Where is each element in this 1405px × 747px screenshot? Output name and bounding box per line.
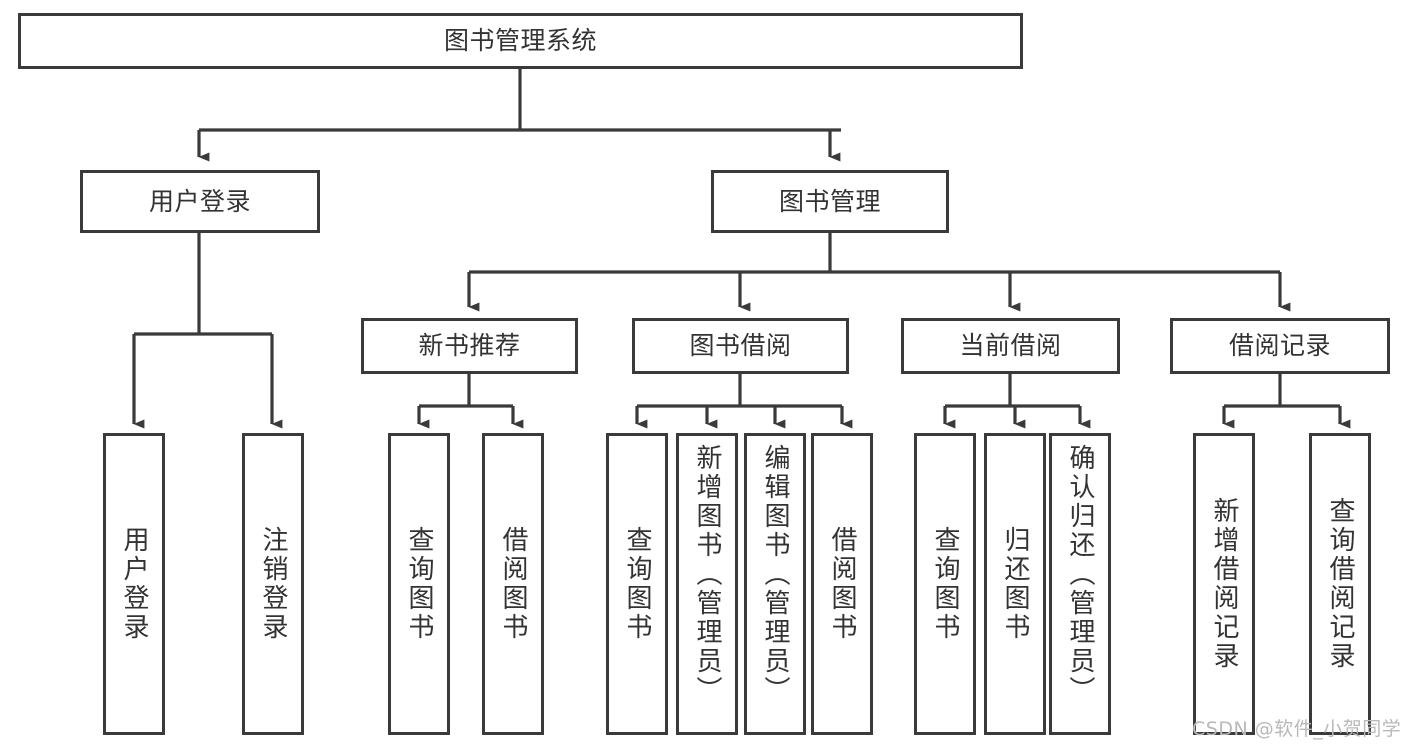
node-leaf-query-book-1-label: 查询图书 (404, 526, 434, 642)
node-leaf-query-book-3[interactable]: 查询图书 (914, 433, 976, 735)
node-leaf-query-book-3-label: 查询图书 (930, 526, 960, 642)
node-leaf-borrow-book-2-label: 借阅图书 (827, 526, 857, 642)
node-leaf-borrow-book-1-label: 借阅图书 (498, 526, 528, 642)
node-leaf-query-book-1[interactable]: 查询图书 (388, 433, 450, 735)
node-leaf-logout-login[interactable]: 注销登录 (242, 433, 304, 735)
node-leaf-edit-book-label: 编辑图书（管理员） (760, 444, 790, 705)
node-new-book-recommend[interactable]: 新书推荐 (361, 318, 578, 374)
node-leaf-query-book-2-label: 查询图书 (622, 526, 652, 642)
node-book-management[interactable]: 图书管理 (711, 170, 949, 233)
node-leaf-add-book[interactable]: 新增图书（管理员） (676, 433, 738, 735)
node-root-label: 图书管理系统 (443, 26, 597, 55)
csdn-watermark: CSDN @软件_小贺同学 (1192, 718, 1402, 740)
node-borrow-record[interactable]: 借阅记录 (1170, 318, 1390, 374)
node-leaf-add-record-label: 新增借阅记录 (1209, 497, 1239, 671)
node-leaf-logout-login-label: 注销登录 (258, 526, 288, 642)
node-leaf-user-login[interactable]: 用户登录 (103, 433, 165, 735)
node-leaf-query-book-2[interactable]: 查询图书 (606, 433, 668, 735)
node-leaf-borrow-book-2[interactable]: 借阅图书 (811, 433, 873, 735)
node-root[interactable]: 图书管理系统 (18, 13, 1023, 69)
node-leaf-query-record-label: 查询借阅记录 (1325, 497, 1355, 671)
node-leaf-return-book[interactable]: 归还图书 (984, 433, 1046, 735)
node-leaf-query-record[interactable]: 查询借阅记录 (1309, 433, 1371, 735)
node-user-login[interactable]: 用户登录 (80, 170, 320, 233)
node-leaf-user-login-label: 用户登录 (119, 526, 149, 642)
node-leaf-add-record[interactable]: 新增借阅记录 (1193, 433, 1255, 735)
node-leaf-confirm-return[interactable]: 确认归还（管理员） (1049, 433, 1111, 735)
node-leaf-borrow-book-1[interactable]: 借阅图书 (482, 433, 544, 735)
node-leaf-add-book-label: 新增图书（管理员） (692, 444, 722, 705)
node-leaf-confirm-return-label: 确认归还（管理员） (1065, 444, 1095, 705)
node-current-borrow-label: 当前借阅 (959, 331, 1062, 360)
node-book-borrow[interactable]: 图书借阅 (632, 318, 849, 374)
node-book-borrow-label: 图书借阅 (689, 331, 792, 360)
node-leaf-return-book-label: 归还图书 (1000, 526, 1030, 642)
node-book-management-label: 图书管理 (778, 186, 881, 216)
node-current-borrow[interactable]: 当前借阅 (901, 318, 1120, 374)
node-leaf-edit-book[interactable]: 编辑图书（管理员） (744, 433, 806, 735)
node-user-login-label: 用户登录 (148, 186, 251, 216)
node-borrow-record-label: 借阅记录 (1228, 331, 1331, 360)
node-new-book-recommend-label: 新书推荐 (418, 331, 521, 360)
